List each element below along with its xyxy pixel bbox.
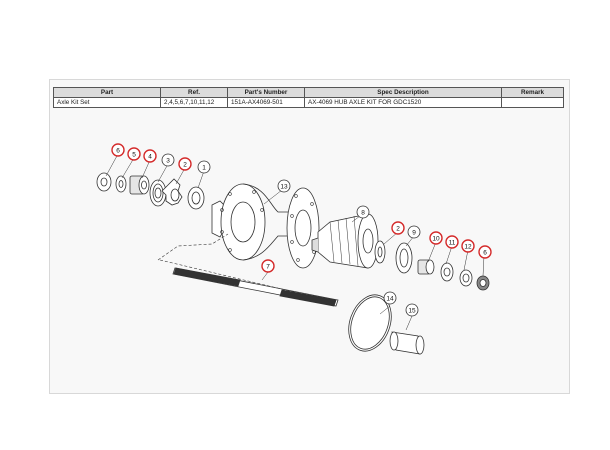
rotor-adapter-left — [161, 178, 183, 206]
callout-8: 8 — [356, 205, 370, 219]
svg-text:2: 2 — [396, 225, 400, 232]
hub-shell — [211, 183, 320, 269]
axle — [172, 267, 339, 307]
svg-text:8: 8 — [361, 209, 365, 216]
svg-text:13: 13 — [280, 183, 288, 190]
end-cap-left — [96, 172, 112, 192]
svg-text:7: 7 — [266, 263, 270, 270]
callout-12: 12 — [461, 239, 475, 253]
table-row: Axle Kit Set 2,4,5,6,7,10,11,12 151A-AX4… — [53, 97, 564, 108]
callout-9: 9 — [407, 225, 421, 239]
svg-text:6: 6 — [483, 249, 487, 256]
svg-text:1: 1 — [202, 164, 206, 171]
freehub-body — [311, 213, 379, 269]
callout-2: 2 — [178, 157, 192, 171]
bushing — [389, 331, 425, 355]
cell-remark — [501, 97, 564, 108]
washer-left — [115, 175, 127, 193]
freehub-seal — [374, 240, 386, 264]
callout-6: 6 — [111, 143, 125, 157]
callout-2-right: 2 — [391, 221, 405, 235]
lock-nut-left — [129, 175, 150, 195]
svg-text:3: 3 — [166, 157, 170, 164]
callout-5: 5 — [127, 147, 141, 161]
dust-cap-left — [187, 186, 205, 210]
spec-table: Part Ref. Part's Number Spec Description… — [53, 87, 564, 108]
svg-text:5: 5 — [132, 151, 136, 158]
lock-nut-right — [417, 259, 435, 275]
bearing-ring — [395, 242, 413, 274]
callout-3: 3 — [161, 153, 175, 167]
callout-15: 15 — [405, 303, 419, 317]
callout-6-right: 6 — [478, 245, 492, 259]
svg-text:10: 10 — [432, 235, 440, 242]
svg-text:4: 4 — [148, 153, 152, 160]
callout-13: 13 — [277, 179, 291, 193]
end-cap-right — [476, 275, 490, 291]
callout-4: 4 — [143, 149, 157, 163]
svg-text:15: 15 — [408, 307, 416, 314]
callout-14: 14 — [383, 291, 397, 305]
svg-text:12: 12 — [464, 243, 472, 250]
callout-10: 10 — [429, 231, 443, 245]
spacer-ring — [348, 294, 392, 352]
spacer-right — [440, 262, 454, 282]
callout-1: 1 — [197, 160, 211, 174]
svg-text:9: 9 — [412, 229, 416, 236]
svg-text:11: 11 — [449, 239, 456, 246]
svg-text:6: 6 — [116, 147, 120, 154]
svg-text:2: 2 — [183, 161, 187, 168]
svg-text:14: 14 — [386, 295, 394, 302]
callout-7: 7 — [261, 259, 275, 273]
callout-11: 11 — [445, 235, 459, 249]
o-ring-right — [459, 269, 473, 287]
